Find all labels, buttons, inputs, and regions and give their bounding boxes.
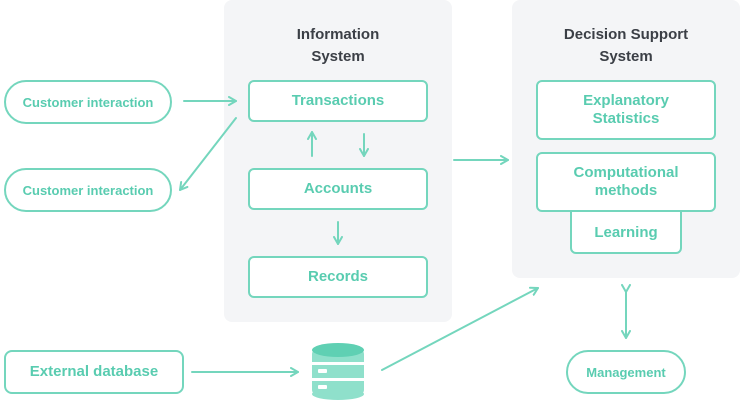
decision-support-system-title: Decision Support System <box>563 26 689 65</box>
customer-interaction-node-1[interactable]: Customer interaction <box>4 80 172 124</box>
arrow-database-to-decision <box>381 286 539 371</box>
explanatory-statistics-box[interactable]: Explanatory Statistics <box>536 80 716 140</box>
computational-methods-box[interactable]: Computational methods <box>536 152 716 212</box>
external-database-node[interactable]: External database <box>4 350 184 394</box>
management-node[interactable]: Management <box>566 350 686 394</box>
arrow-transactions-to-customer <box>179 117 237 191</box>
customer-interaction-node-2[interactable]: Customer interaction <box>4 168 172 212</box>
database-icon <box>312 343 364 400</box>
learning-box[interactable]: Learning <box>570 206 682 254</box>
transactions-box[interactable]: Transactions <box>248 80 428 122</box>
information-system-title: Information System <box>296 26 380 65</box>
accounts-box[interactable]: Accounts <box>248 168 428 210</box>
records-box[interactable]: Records <box>248 256 428 298</box>
